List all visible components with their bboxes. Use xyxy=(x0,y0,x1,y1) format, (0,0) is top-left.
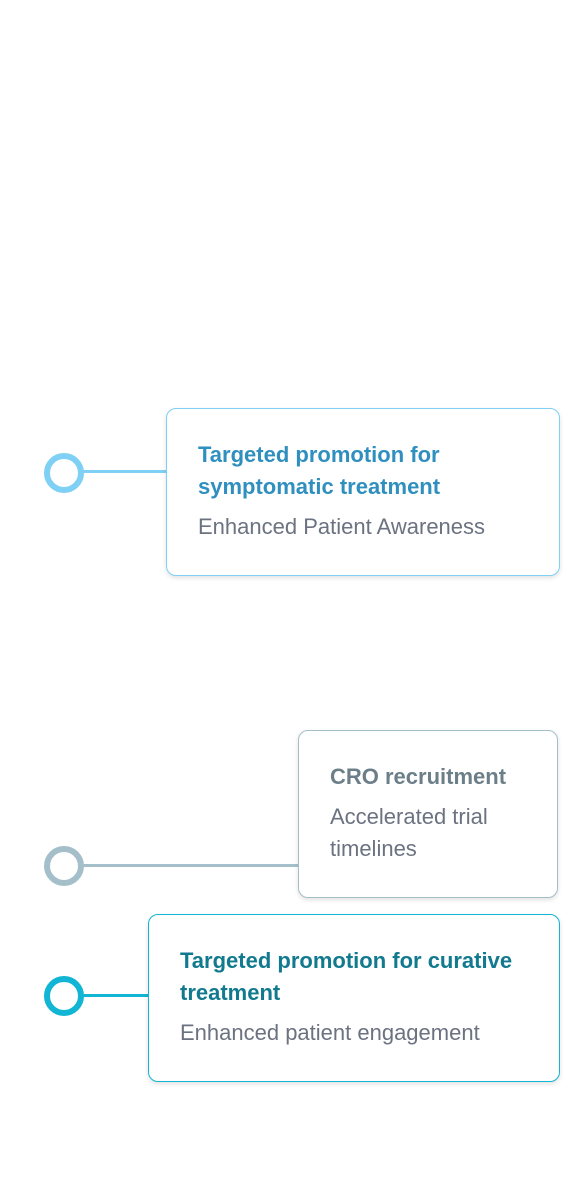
timeline-node-symptomatic xyxy=(44,453,84,493)
card-title: CRO recruitment xyxy=(330,764,507,789)
connector-line-curative xyxy=(82,994,150,997)
timeline-node-curative xyxy=(44,976,84,1016)
card-curative-treatment: Targeted promotion for curative treatmen… xyxy=(148,914,560,1082)
card-symptomatic-treatment: Targeted promotion for symptomatic treat… xyxy=(166,408,560,576)
card-title: Targeted promotion for curative treatmen… xyxy=(180,948,513,1005)
card-cro-recruitment: CRO recruitment Accelerated trial timeli… xyxy=(298,730,558,898)
card-title: Targeted promotion for symptomatic treat… xyxy=(198,442,441,499)
card-subtitle: Enhanced Patient Awareness xyxy=(198,514,486,539)
timeline-node-cro xyxy=(44,846,84,886)
card-subtitle: Enhanced patient engagement xyxy=(180,1020,480,1045)
connector-line-symptomatic xyxy=(82,470,168,473)
connector-line-cro xyxy=(82,864,300,867)
card-subtitle: Accelerated trial timelines xyxy=(330,804,488,861)
